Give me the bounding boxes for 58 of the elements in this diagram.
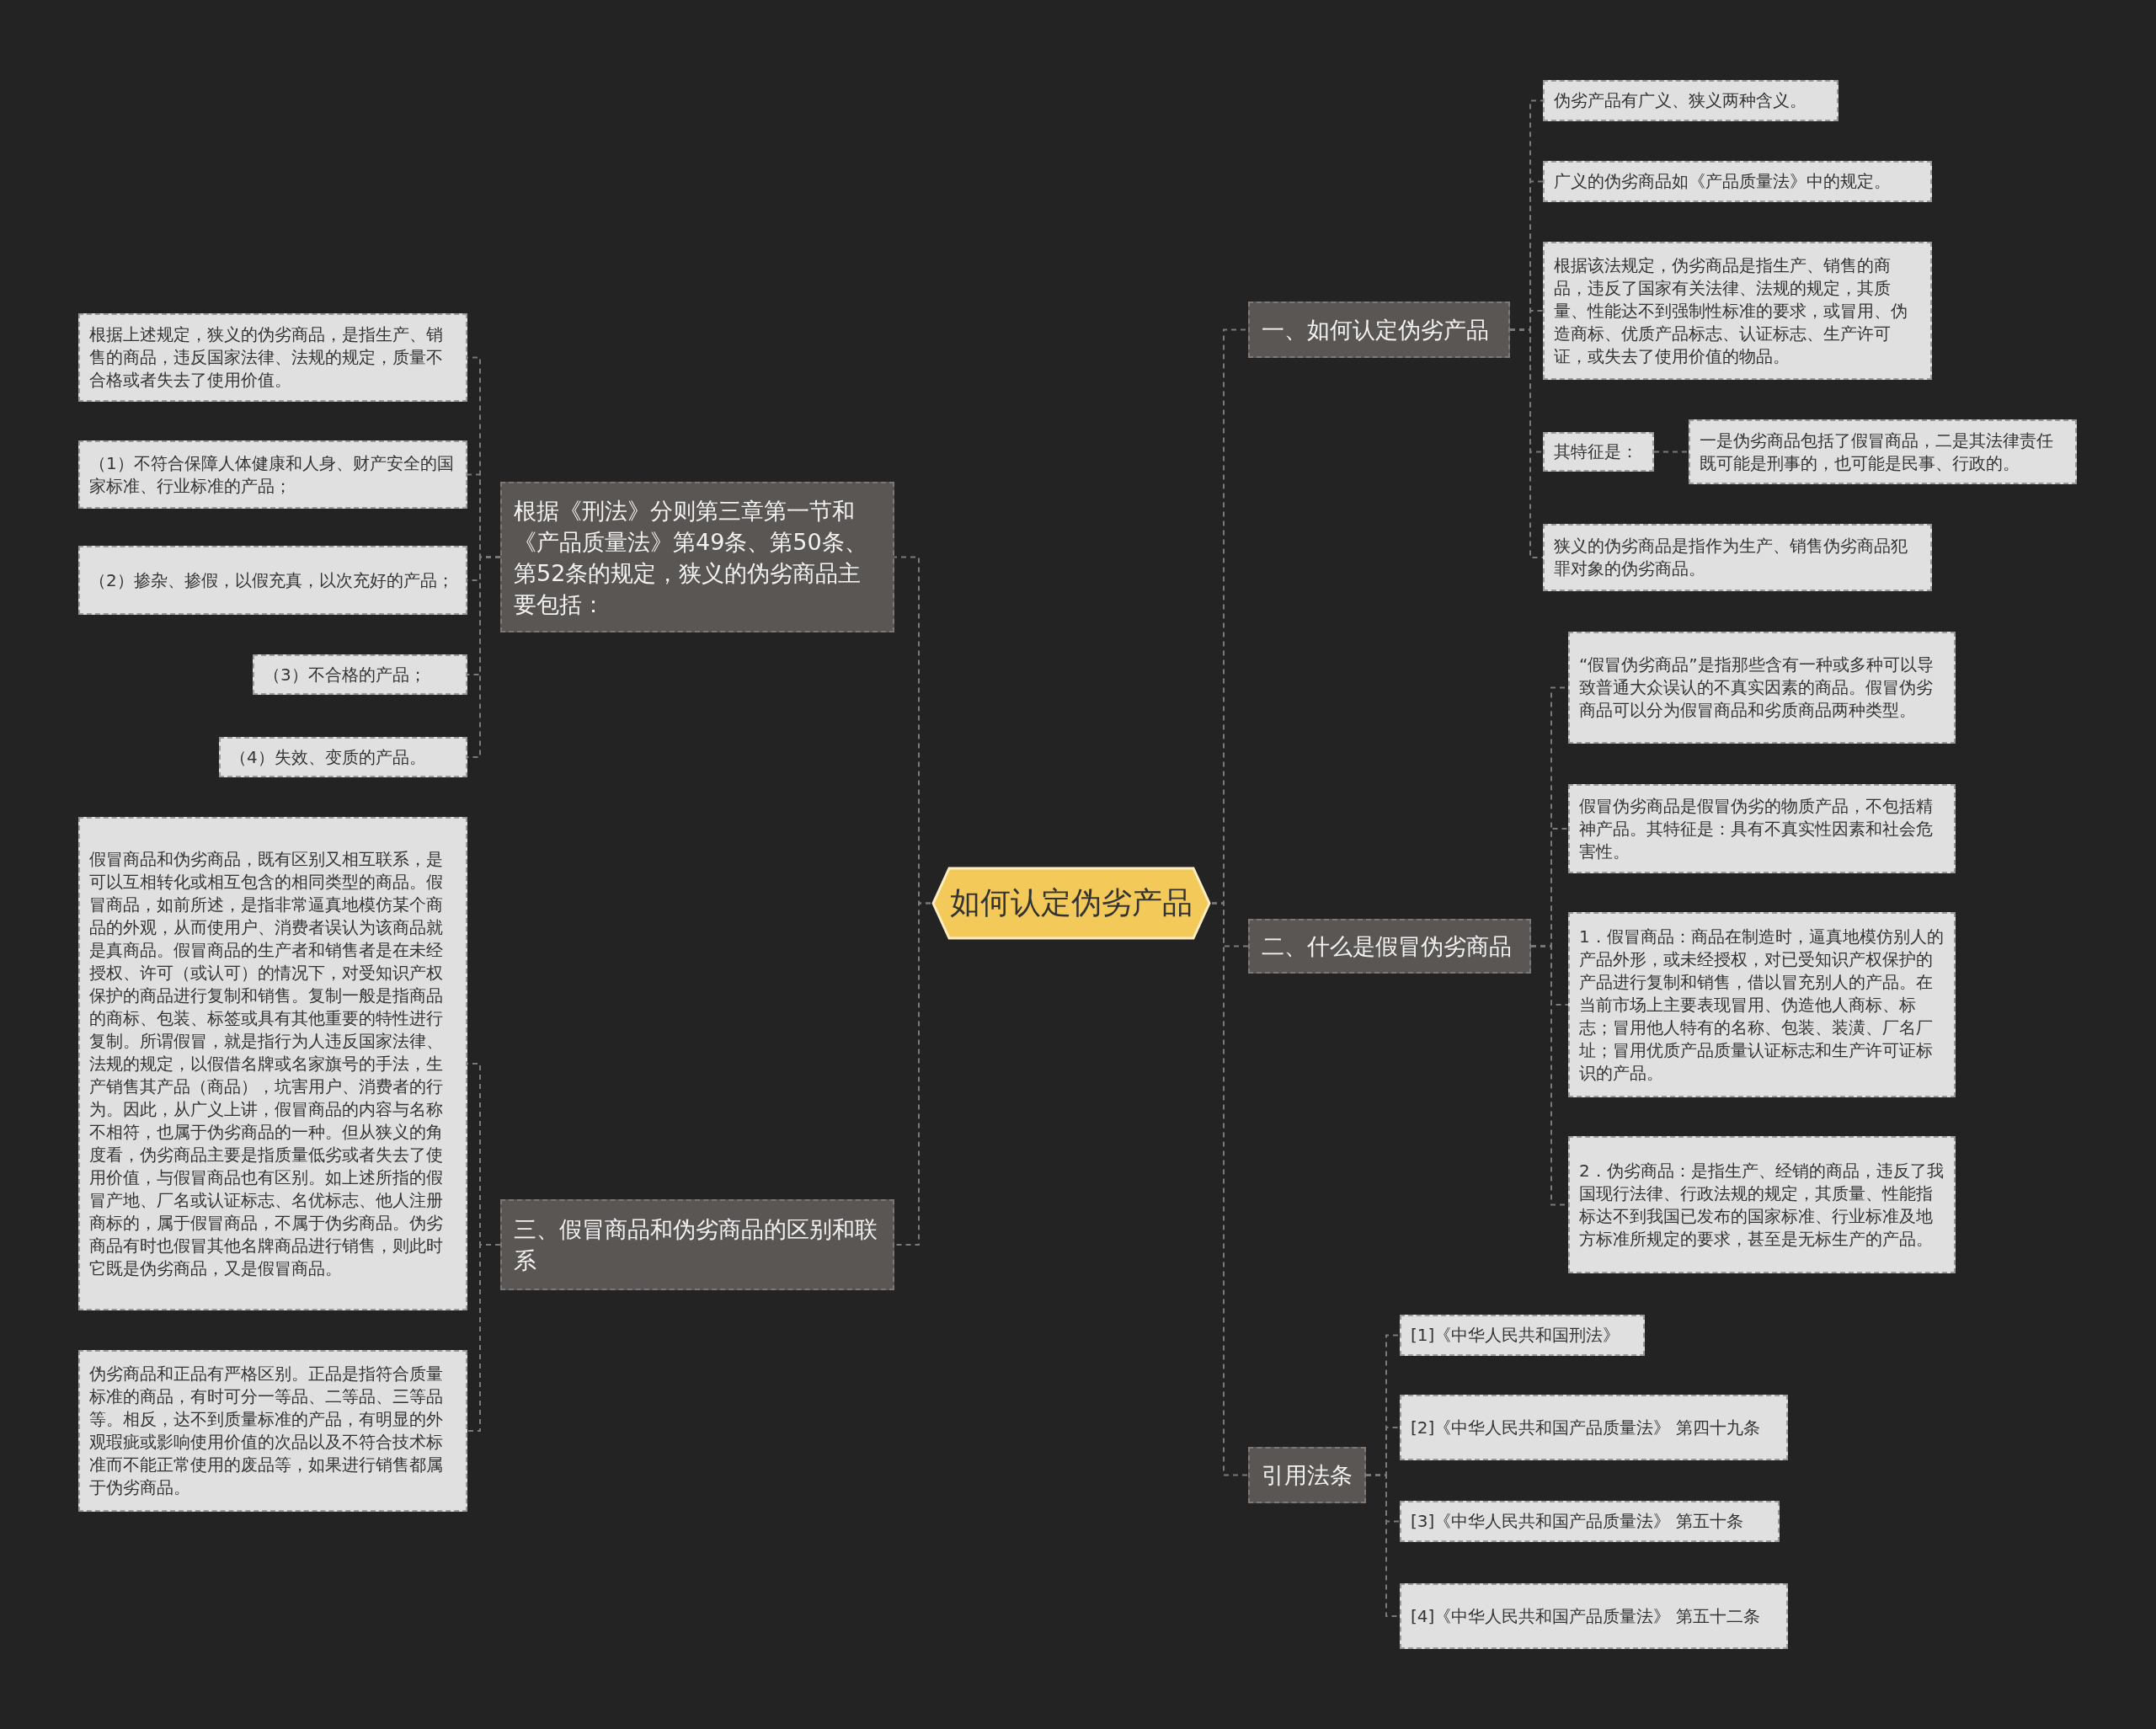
topic-box: [500, 482, 894, 632]
subtopic-text: 1．假冒商品：商品在制造时，逼真地模仿别人的产品外形，或未经授权，对已受知识产权保护的产品进行复制和销售，借以冒充别人的产品。在当前市场上主要表现冒用、伪造他人商标、标志；冒用他人特有的名称、包装、装潢、厂名厂址；冒用优质产品质量认证标志和生产许可证标识的产品。: [1579, 925, 1945, 1085]
subtopic-box: [1568, 784, 1956, 873]
subtopic-text: 根据该法规定，伪劣商品是指生产、销售的商品，违反了国家有关法律、法规的规定，其质量、性能达不到强制性标准的要求，或冒用、伪造商标、优质产品标志、认证标志、生产许可证，或失去了使用价值的物品。: [1554, 253, 1908, 368]
subtopic-box: [1543, 161, 1932, 202]
subtopic-box: [78, 313, 467, 402]
connector-line: [1653, 451, 1689, 453]
subtopic-text: 假冒伪劣商品是假冒伪劣的物质产品，不包括精神产品。其特征是：具有不真实性因素和社会危害性。: [1579, 794, 1934, 863]
subtopic-box: [78, 546, 467, 615]
subtopic-box: [253, 654, 467, 695]
topic-box: [1248, 302, 1510, 358]
topic-text: 三、假冒商品和伪劣商品的区别和联系: [514, 1215, 878, 1275]
subtopic-text: （3）不合格的产品；: [264, 663, 427, 686]
subtopic-box: [1400, 1501, 1780, 1542]
subtopic-box: [219, 737, 467, 777]
subtopic-text: [4]《中华人民共和国产品质量法》 第五十二条: [1411, 1604, 1761, 1628]
topic-text: 根据《刑法》分则第三章第一节和《产品质量法》第49条、第50条、第52条的规定，狭义的伪劣商品主要包括：: [514, 496, 868, 619]
subtopic-box: [78, 1350, 467, 1512]
subtopic-text: 狭义的伪劣商品是指作为生产、销售伪劣商品犯罪对象的伪劣商品。: [1554, 535, 1908, 580]
subtopic-text: “假冒伪劣商品”是指那些含有一种或多种可以导致普通大众误认的不真实因素的商品。假冒伪劣商品可以分为假冒商品和劣质商品两种类型。: [1579, 654, 1935, 722]
topic-box: [1248, 1447, 1366, 1503]
topic-text: 二、什么是假冒伪劣商品: [1262, 932, 1513, 961]
connector-line: [467, 1244, 501, 1432]
subtopic-box: [78, 440, 467, 509]
subtopic-text: 一是伪劣商品包括了假冒商品，二是其法律责任既可能是刑事的，也可能是民事、行政的。: [1700, 429, 2054, 475]
subtopic-text: （4）失效、变质的产品。: [230, 745, 427, 769]
subtopic-box: [1568, 632, 1956, 744]
subtopic-text: 2．伪劣商品：是指生产、经销的商品，违反了我国现行法律、行政法规的规定，其质量、性能指标达不到我国已发布的国家标准、行业标准及地方标准所规定的要求，甚至是无标生产的产品。: [1579, 1159, 1945, 1251]
subtopic-box: [78, 817, 467, 1310]
central-topic-text: 如何认定伪劣产品: [950, 884, 1193, 921]
subtopic-box: [1400, 1395, 1788, 1460]
subtopic-text: （2）掺杂、掺假，以假充真，以次充好的产品；: [89, 568, 455, 592]
subtopic-text: 根据上述规定，狭义的伪劣商品，是指生产、销售的商品，违反国家法律、法规的规定，质量不合格或者失去了使用价值。: [89, 323, 444, 392]
subtopic-box: [1568, 1136, 1956, 1273]
subtopic-text: 伪劣商品和正品有严格区别。正品是指符合质量标准的商品，有时可分一等品、二等品、三等品等。相反，达不到质量标准的产品，有明显的外观瑕疵或影响使用价值的次品以及不符合技术标准而不能正常使用的废品等，如果进行销售都属于伪劣商品。: [89, 1363, 444, 1499]
subtopic-box: [1568, 912, 1956, 1097]
connector-line: [1211, 902, 1249, 1476]
subtopic-text: 其特征是：: [1554, 440, 1639, 463]
topic-box: [500, 1199, 894, 1290]
subtopic-box: [1543, 524, 1932, 591]
central-topic: [931, 866, 1212, 941]
subtopic-text: [2]《中华人民共和国产品质量法》 第四十九条: [1411, 1416, 1761, 1439]
subtopic-box: [1543, 432, 1654, 472]
subtopic-box: [1543, 242, 1932, 380]
subtopic-box: [1400, 1315, 1645, 1356]
subtopic-box: [1400, 1583, 1788, 1649]
subtopic-text: 伪劣产品有广义、狭义两种含义。: [1554, 89, 1807, 112]
topic-text: 一、如何认定伪劣产品: [1262, 316, 1490, 344]
subtopic-box: [1689, 419, 2077, 484]
subtopic-text: （1）不符合保障人体健康和人身、财产安全的国家标准、行业标准的产品；: [89, 451, 455, 498]
topic-box: [1248, 919, 1531, 974]
subtopic-text: [1]《中华人民共和国刑法》: [1411, 1324, 1621, 1347]
subtopic-text: 广义的伪劣商品如《产品质量法》中的规定。: [1554, 170, 1892, 193]
subtopic-text: [3]《中华人民共和国产品质量法》 第五十条: [1411, 1510, 1744, 1533]
subtopic-text: 假冒商品和伪劣商品，既有区别又相互联系，是可以互相转化或相互包含的相同类型的商品。假冒商品，如前所述，是指非常逼真地模仿某个商品的外观，从而使用户、消费者误认为该商品就是真商品。假冒商品的生产者和销售者是在未经授权、许可（或认可）的情况下，对受知识产权保护的商品进行复制和销售。复制一般是指商品的商标、包装、标签或具有其他重要的特性进行复制。所谓假冒，就是指行为人违反国家法律、法规的规定，以假借名牌或名家旗号的手法，生产销售其产品（商品），坑害用户、消费者的行为。因此，从广义上讲，假冒商品的内容与名称不相符，也属于伪劣商品的一种。但从狭义的角度看，伪劣商品主要是指质量低劣或者失去了使用价值，与假冒商品也有区别。如上述所指的假冒产地、厂名或认证标志、名优标志、他人注册商标的，属于假冒商品，不属于伪劣商品。伪劣商品有时也假冒其他名牌商品进行销售，则此时它既是伪劣商品，又是假冒商品。: [89, 847, 444, 1280]
subtopic-box: [1543, 80, 1838, 121]
topic-text: 引用法条: [1262, 1461, 1353, 1490]
connector-line: [1509, 328, 1544, 558]
